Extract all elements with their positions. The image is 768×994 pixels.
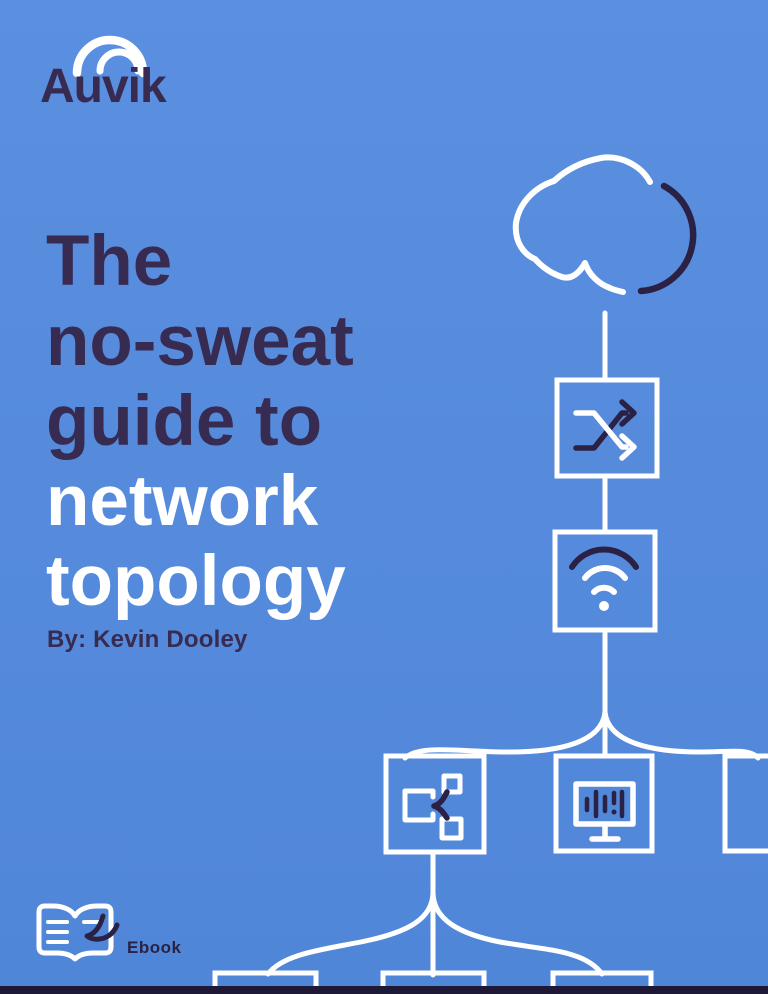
title-line: no-sweat (46, 302, 354, 381)
book-icon (36, 903, 120, 962)
title-line: guide to (46, 382, 323, 461)
share-icon (402, 773, 464, 841)
branch-curve-right (602, 709, 761, 761)
auvik-arcs-icon (72, 35, 148, 78)
title-line: The (46, 222, 173, 301)
branch-curve-left (402, 709, 608, 761)
cloud-icon (512, 154, 697, 295)
title-line: network (46, 462, 319, 541)
branch-curve-right-2 (430, 889, 605, 977)
shuffle-icon (573, 399, 637, 461)
author-byline: By: Kevin Dooley (47, 626, 248, 653)
monitor-chart-icon (573, 781, 636, 842)
wifi-icon (569, 546, 639, 611)
edge-node-box-right (722, 753, 768, 854)
page-title: The no-sweat guide to network topology (46, 222, 354, 622)
footer-bar (0, 986, 768, 994)
switch-node-box (554, 377, 660, 479)
auvik-logo-text: Auvik (40, 60, 167, 113)
ebook-label: Ebook (127, 938, 182, 957)
branch-curve-left-2 (265, 889, 436, 977)
monitor-node-box (553, 753, 655, 854)
title-line: topology (46, 542, 346, 621)
